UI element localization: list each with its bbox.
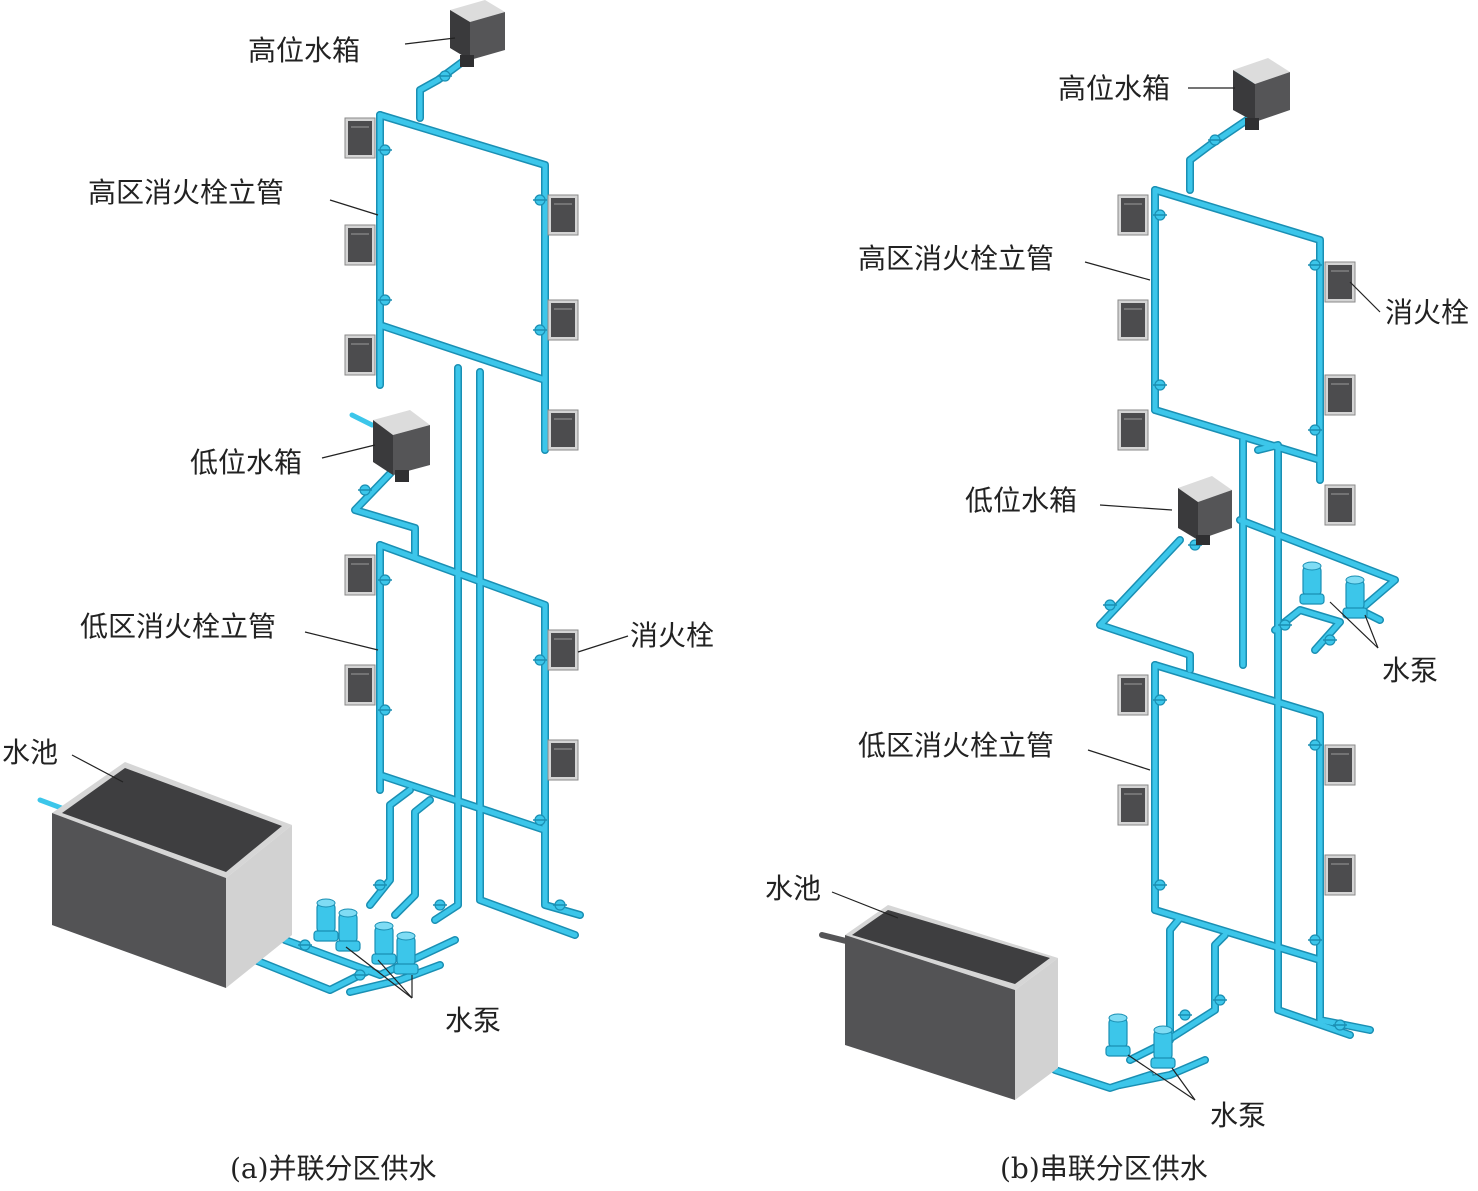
right-caption: (b)串联分区供水: [1000, 1152, 1208, 1185]
left-low-riser-label: 低区消火栓立管: [80, 610, 276, 643]
left-hydrant-label: 消火栓: [630, 619, 714, 652]
right-low-tank: [1178, 476, 1232, 545]
left-valves: [297, 70, 568, 981]
left-pool: [52, 762, 292, 988]
right-leader-lines: [831, 87, 1381, 1101]
right-pipes: [819, 69, 1399, 1092]
left-diagram: 高位水箱 高区消火栓立管 低位水箱 低区消火栓立管 消火栓 水池 水泵 (a)并…: [2, 0, 714, 1185]
right-pool-label: 水池: [765, 872, 821, 905]
left-high-tank: [450, 0, 505, 67]
right-low-tank-label: 低位水箱: [965, 484, 1077, 517]
right-high-tank-label: 高位水箱: [1058, 72, 1170, 105]
left-low-tank-label: 低位水箱: [190, 446, 302, 479]
right-high-riser-label: 高区消火栓立管: [858, 242, 1054, 275]
left-pool-label: 水池: [2, 736, 58, 769]
left-low-tank: [373, 410, 430, 482]
left-labels: 高位水箱 高区消火栓立管 低位水箱 低区消火栓立管 消火栓 水池 水泵 (a)并…: [2, 34, 714, 1185]
left-leader-lines: [71, 37, 629, 999]
left-high-tank-label: 高位水箱: [248, 34, 360, 67]
right-labels: 高位水箱 高区消火栓立管 消火栓 低位水箱 水泵 低区消火栓立管 水池 水泵 (…: [765, 72, 1469, 1185]
right-pump-label-lower: 水泵: [1210, 1099, 1266, 1132]
left-caption: (a)并联分区供水: [230, 1152, 437, 1185]
left-pipes: [37, 56, 584, 996]
right-high-tank: [1233, 58, 1290, 130]
right-low-riser-label: 低区消火栓立管: [858, 729, 1054, 762]
right-pump-label-upper: 水泵: [1382, 654, 1438, 687]
right-hydrant-label: 消火栓: [1385, 296, 1469, 329]
right-pool: [845, 905, 1058, 1100]
left-pump-label: 水泵: [445, 1004, 501, 1037]
left-high-riser-label: 高区消火栓立管: [88, 176, 284, 209]
right-diagram: 高位水箱 高区消火栓立管 消火栓 低位水箱 水泵 低区消火栓立管 水池 水泵 (…: [765, 58, 1469, 1185]
